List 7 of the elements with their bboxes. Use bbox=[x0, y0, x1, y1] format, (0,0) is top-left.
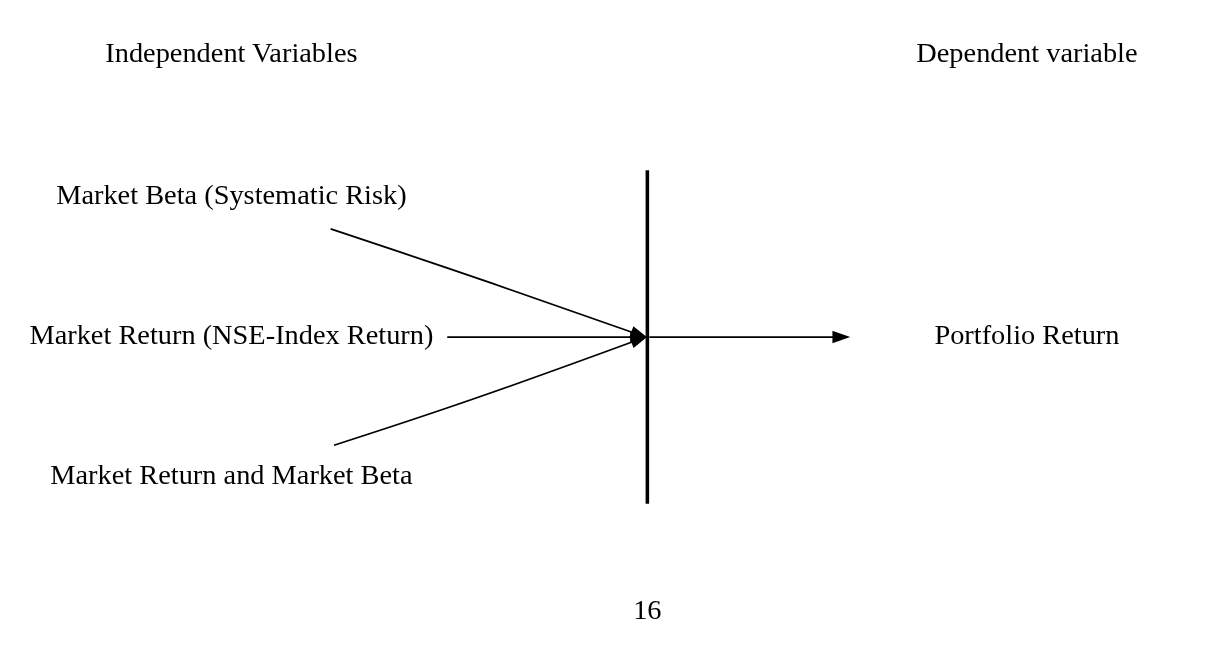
node-text: Market Return (NSE-Index Return) bbox=[29, 318, 434, 350]
label: Independent Variables bbox=[105, 36, 358, 68]
label: 16 bbox=[633, 593, 662, 625]
label: Dependent variable bbox=[916, 36, 1138, 68]
node-text: Market Beta (Systematic Risk) bbox=[56, 178, 407, 210]
node-text: Market Return and Market Beta bbox=[50, 458, 413, 490]
node-text: Portfolio Return bbox=[934, 318, 1120, 350]
